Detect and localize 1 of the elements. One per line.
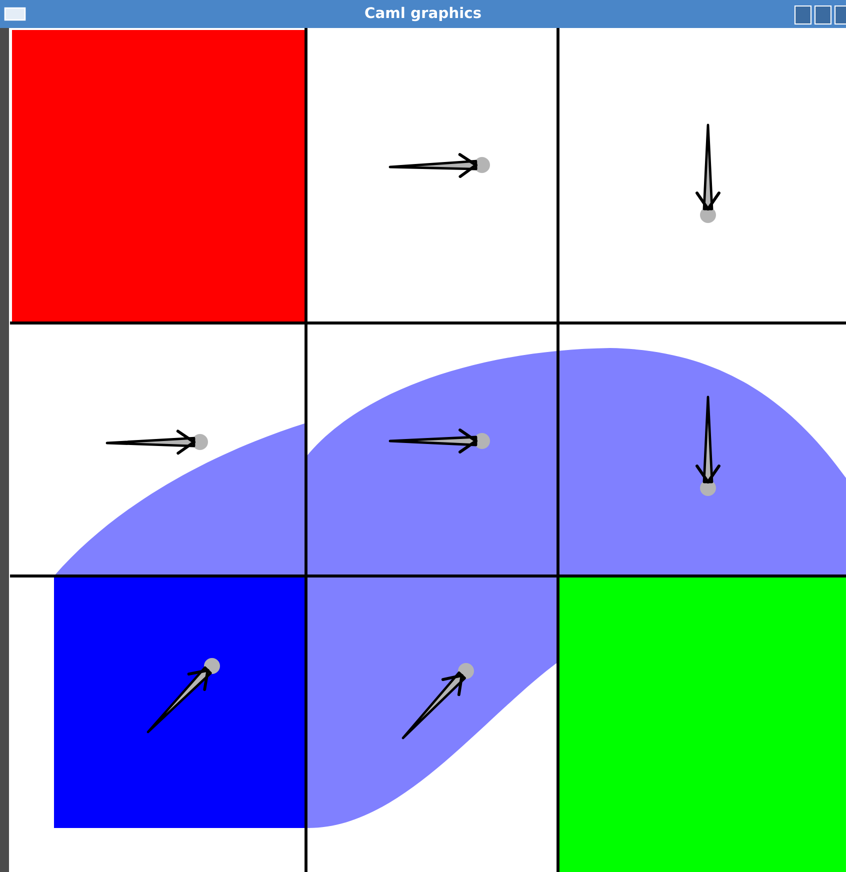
window-title: Caml graphics [365, 6, 481, 22]
